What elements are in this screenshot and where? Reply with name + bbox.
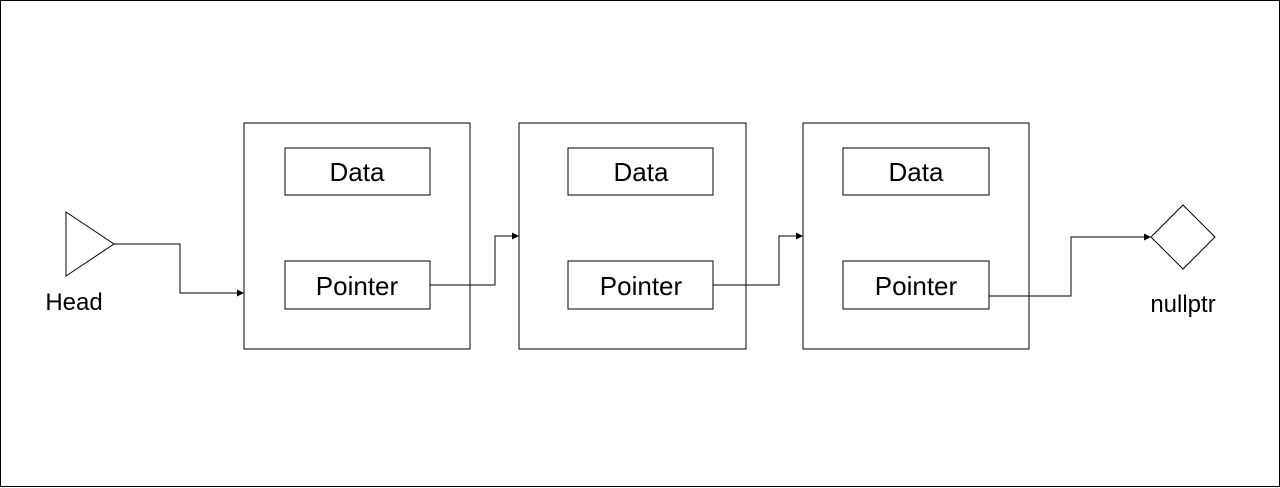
connector-node-1-to-node-2: [430, 232, 519, 286]
arrowhead-icon: [1144, 233, 1151, 241]
list-node-2: Data Pointer: [518, 122, 747, 350]
node-3-pointer-label: Pointer: [875, 271, 958, 301]
node-2-data-field: [567, 147, 714, 196]
list-node-1: Data Pointer: [243, 122, 471, 350]
head-terminal: Head: [45, 211, 115, 316]
arrowhead-icon: [796, 232, 803, 240]
head-label: Head: [45, 289, 102, 316]
node-1-data-field: [284, 147, 431, 196]
nullptr-diamond-icon: [1150, 204, 1216, 270]
node-2-data-label: Data: [614, 157, 669, 187]
node-3-data-label: Data: [889, 157, 944, 187]
nullptr-label: nullptr: [1150, 291, 1215, 318]
node-3-pointer-field: [842, 260, 990, 310]
arrowhead-icon: [512, 232, 519, 240]
node-1-data-label: Data: [330, 157, 385, 187]
list-node-3: Data Pointer: [802, 122, 1030, 350]
node-2-pointer-field: [567, 260, 714, 310]
head-triangle-icon: [65, 211, 115, 277]
nullptr-terminal: nullptr: [1150, 204, 1216, 318]
node-1-pointer-label: Pointer: [316, 271, 399, 301]
node-2-pointer-label: Pointer: [600, 271, 683, 301]
connector-head-to-node-1: [114, 243, 244, 297]
arrowhead-icon: [237, 289, 244, 297]
connector-node-3-to-nullptr: [989, 233, 1151, 297]
node-3-data-field: [842, 147, 990, 196]
connector-node-2-to-node-3: [713, 232, 803, 286]
node-1-pointer-field: [284, 260, 431, 310]
